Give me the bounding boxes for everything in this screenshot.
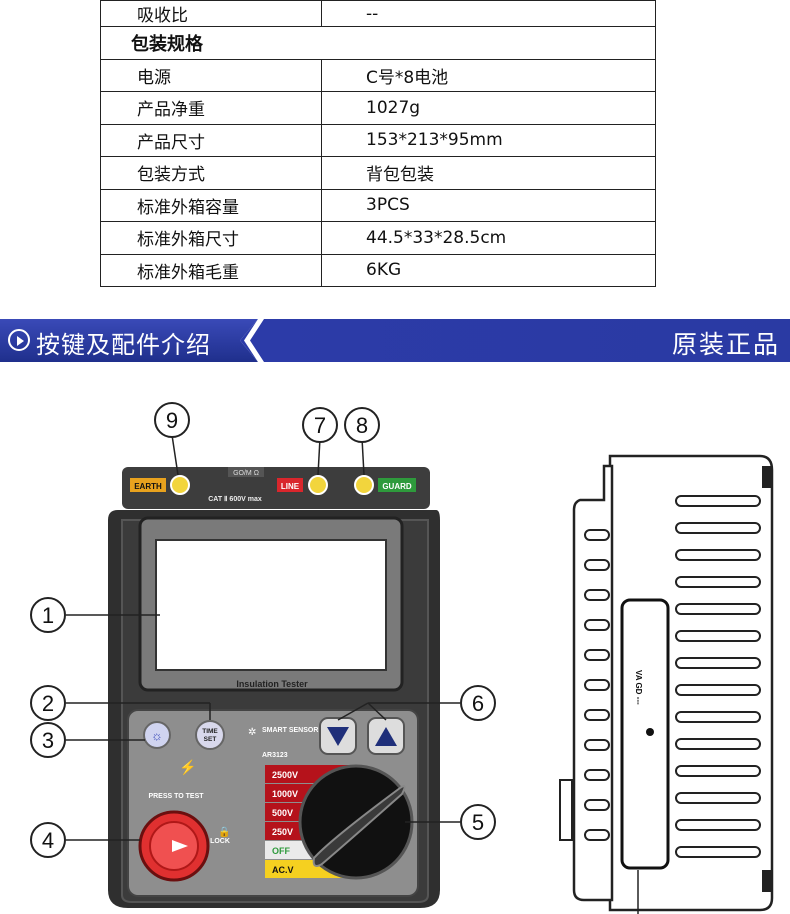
earth-label: EARTH: [134, 482, 162, 491]
range-label: OFF: [272, 846, 290, 856]
lock-icon: 🔒: [218, 826, 230, 838]
spec-value: 44.5*33*28.5cm: [321, 221, 656, 255]
svg-text:4: 4: [42, 828, 54, 853]
spec-label: 产品净重: [100, 91, 322, 125]
device-illustration: EARTH GO/M Ω CAT Ⅱ 600V max LINE GUARD I…: [30, 402, 774, 914]
lcd-screen: [155, 539, 387, 671]
guard-label-box: [378, 478, 416, 492]
spec-label: 标准外箱毛重: [100, 253, 322, 287]
spec-label: 标准外箱容量: [100, 188, 322, 222]
callout-7: 7: [302, 407, 338, 443]
range-label: AC.V: [272, 865, 294, 875]
callout-6: 6: [460, 685, 496, 721]
banner-title: 按键及配件介绍: [36, 331, 211, 359]
spec-value: 6KG: [321, 253, 656, 287]
model-label: AR3123: [262, 752, 288, 759]
banner-tag: 原装正品: [671, 330, 780, 359]
spec-value: 3PCS: [321, 188, 656, 222]
backlight-button[interactable]: [143, 721, 171, 749]
svg-text:9: 9: [166, 408, 178, 433]
sun-icon: ☼: [151, 728, 163, 743]
section-row: 包装规格: [100, 26, 656, 60]
terminal-panel: [122, 467, 430, 509]
section-title: 包装规格: [100, 26, 656, 60]
svg-text:2: 2: [42, 691, 54, 716]
spec-value: --: [321, 0, 656, 27]
spec-value: 背包包装: [321, 156, 656, 190]
spec-label: 吸收比: [100, 0, 322, 27]
spec-label: 包装方式: [100, 156, 322, 190]
device-side-view: VA GD ---: [559, 454, 774, 914]
svg-text:7: 7: [314, 413, 326, 438]
spec-label: 产品尺寸: [100, 123, 322, 157]
earth-terminal[interactable]: [170, 475, 190, 495]
spec-value: C号*8电池: [321, 58, 656, 92]
line-terminal[interactable]: [308, 475, 328, 495]
line-label: LINE: [281, 482, 300, 491]
callout-3: 3: [30, 722, 66, 758]
brand-label: SMART SENSOR: [262, 727, 318, 734]
table-row: 吸收比 --: [100, 0, 656, 27]
spec-value: 153*213*95mm: [321, 123, 656, 157]
guard-terminal[interactable]: [354, 475, 374, 495]
warning-emblem-icon: ⚡: [179, 759, 196, 776]
triangle-down-icon: [327, 727, 349, 746]
go-label: GO/M Ω: [233, 470, 259, 477]
svg-text:1: 1: [42, 603, 54, 628]
callout-5: 5: [460, 804, 496, 840]
dial-pointer: [312, 785, 406, 867]
play-circle-icon: [8, 329, 30, 351]
callout-9: 9: [154, 402, 190, 438]
callout-2: 2: [30, 685, 66, 721]
svg-text:8: 8: [356, 413, 368, 438]
screen-label: Insulation Tester: [236, 679, 308, 689]
press-to-test-label: PRESS TO TEST: [148, 793, 204, 800]
set-label: SET: [204, 736, 217, 743]
time-label: TIME: [202, 728, 218, 735]
svg-text:3: 3: [42, 728, 54, 753]
spec-value: 1027g: [321, 91, 656, 125]
lock-label: LOCK: [210, 838, 230, 845]
range-label: 250V: [272, 827, 293, 837]
callout-4: 4: [30, 822, 66, 858]
table-row: 包装方式背包包装: [100, 156, 656, 190]
range-label: 2500V: [272, 770, 298, 780]
dc-jack-icon: [646, 728, 654, 736]
time-set-button[interactable]: [195, 720, 225, 750]
triangle-up-icon: [375, 727, 397, 746]
callout-8: 8: [344, 407, 380, 443]
line-label-box: [277, 478, 303, 492]
range-label: 1000V: [272, 789, 298, 799]
section-banner: 按键及配件介绍 原装正品: [0, 319, 790, 362]
svg-text:5: 5: [472, 810, 484, 835]
earth-label-box: [130, 478, 166, 492]
svg-text:6: 6: [472, 691, 484, 716]
spec-label: 标准外箱尺寸: [100, 221, 322, 255]
spec-label: 电源: [100, 58, 322, 92]
guard-label: GUARD: [382, 482, 412, 491]
port-panel: [620, 598, 670, 870]
range-label: 500V: [272, 808, 293, 818]
callout-1: 1: [30, 597, 66, 633]
smart-sensor-logo-icon: ✲: [248, 727, 256, 738]
side-port-label: VA GD ---: [634, 670, 643, 705]
cat-label: CAT Ⅱ 600V max: [208, 495, 262, 503]
arrow-icon: [172, 840, 188, 852]
